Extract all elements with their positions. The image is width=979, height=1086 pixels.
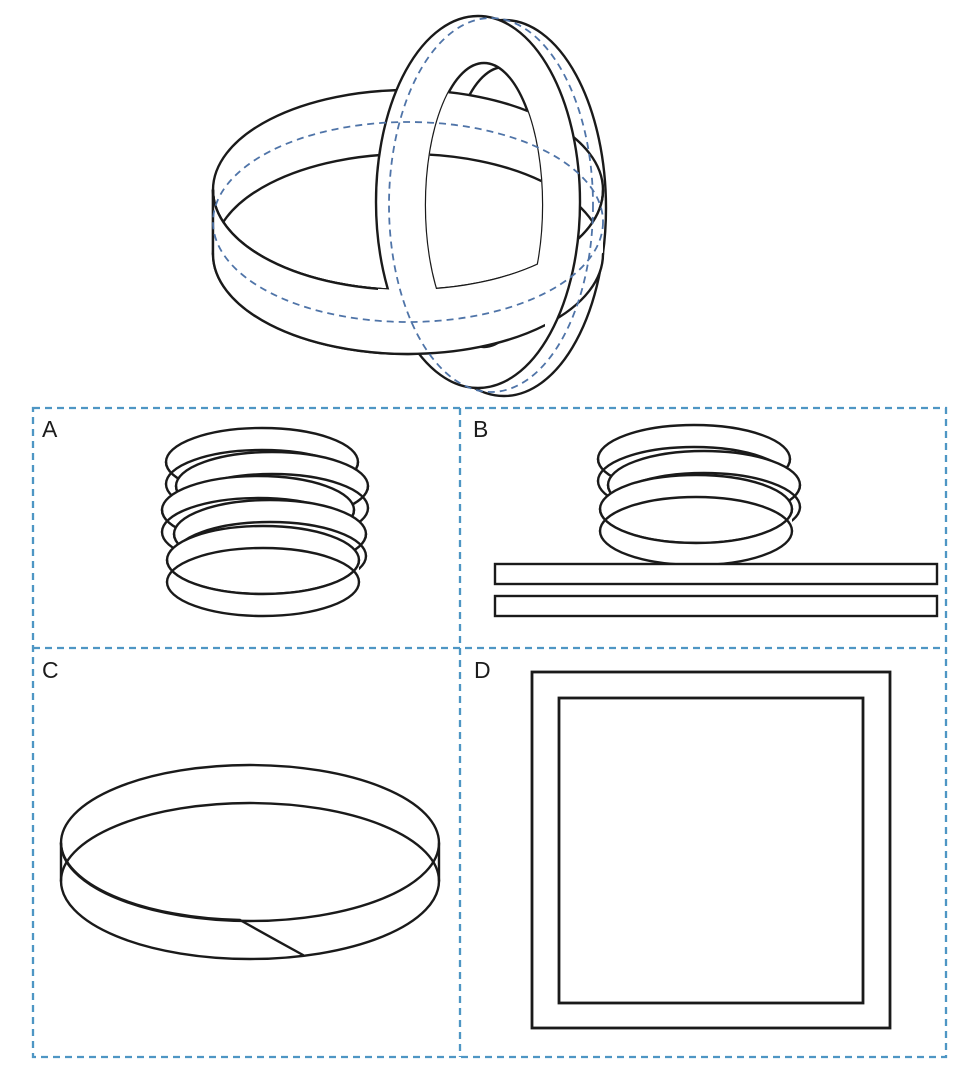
twisted-band xyxy=(59,763,441,961)
option-panel-b[interactable]: B xyxy=(473,416,939,618)
square-frame xyxy=(530,670,892,1030)
cut-line-vertical-ring xyxy=(388,17,594,393)
option-panel-c[interactable]: C xyxy=(42,657,441,961)
ring xyxy=(598,473,794,567)
fused-rings-figure xyxy=(211,14,608,398)
option-panel-a[interactable]: A xyxy=(42,416,370,618)
cut-line-horizontal-ring xyxy=(212,121,604,323)
panel-b-label: B xyxy=(473,416,488,442)
ring-stack-five xyxy=(160,426,370,618)
option-panel-d[interactable]: D xyxy=(474,657,892,1030)
flat-strip xyxy=(493,594,939,618)
panel-a-label: A xyxy=(42,416,58,442)
ring xyxy=(165,524,361,618)
band-front-top-edge xyxy=(211,188,378,290)
panel-d-label: D xyxy=(474,657,491,683)
options-grid xyxy=(31,406,948,1059)
options-grid-border xyxy=(31,406,948,1059)
ring-stack-three xyxy=(596,423,802,567)
flat-strip xyxy=(493,562,939,586)
panel-c-label: C xyxy=(42,657,59,683)
